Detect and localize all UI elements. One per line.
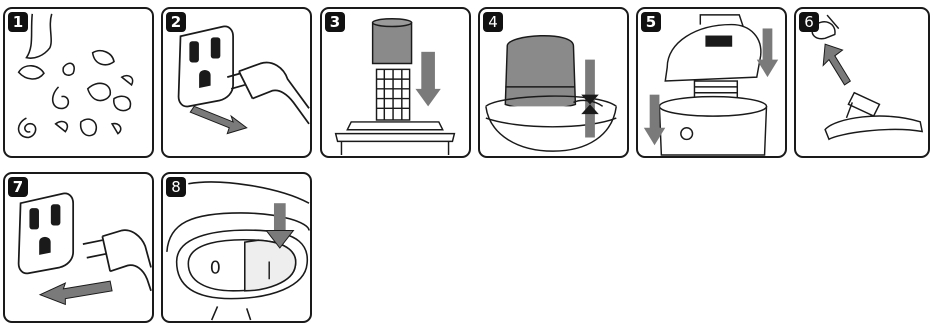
step-3-panel: 3 [320,7,471,158]
step-6-panel: 6 [794,7,930,158]
step-1-panel: 1 [3,7,154,158]
filter-install-illustration [322,9,469,156]
step-8-panel: 8 0 | [161,172,312,323]
step-number-badge: 4 [483,12,503,32]
filter-secure-illustration [480,9,627,156]
step-5-panel: 5 [636,7,787,158]
attach-lid-illustration [638,9,785,156]
step-number-badge: 7 [8,177,28,197]
step-number-badge: 8 [166,177,186,197]
step-2-panel: 2 [161,7,312,158]
step-number-badge: 3 [325,12,345,32]
switch-off-label: 0 [210,258,221,278]
step-7-panel: 7 [3,172,154,323]
unplug-illustration [163,9,310,156]
step-number-badge: 1 [8,12,28,32]
debris-illustration [5,9,152,156]
switch-on-label: | [266,260,272,280]
plug-in-illustration [5,174,152,321]
step-number-badge: 2 [166,12,186,32]
power-switch-illustration: 0 | [163,174,310,321]
step-4-panel: 4 [478,7,629,158]
step-number-badge: 6 [799,12,819,32]
step-number-badge: 5 [641,12,661,32]
